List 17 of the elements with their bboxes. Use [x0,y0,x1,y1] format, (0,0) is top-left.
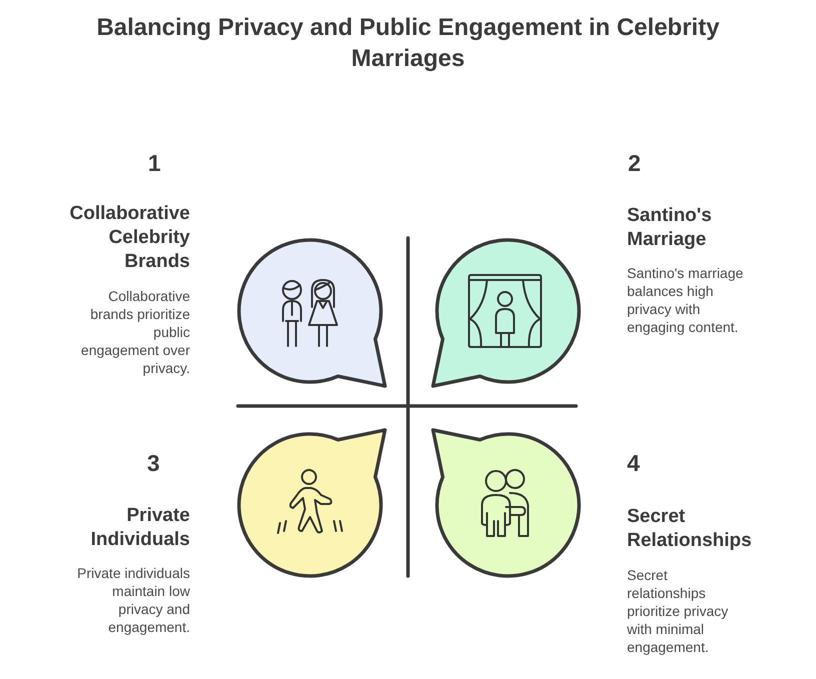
speech-bubble [430,236,582,388]
diagram-title: Balancing Privacy and Public Engagement in Celebrity Marriages [96,13,720,74]
quadrant-description: Collaborative brands prioritize public engagement over privacy. [80,287,190,377]
quadrant-description: Private individuals maintain low privacy and engagement. [76,564,190,636]
speech-bubble [236,236,388,388]
speech-bubble [236,428,388,580]
step-number: 4 [627,450,640,476]
quadrant-heading: Secret Relationships [627,505,753,553]
quadrant-description: Santino's marriage balances high privacy with engaging content. [627,264,744,336]
step-number: 2 [628,150,641,176]
step-number: 1 [148,150,161,176]
quadrant-heading: Santino's Marriage [627,204,713,252]
speech-bubble [430,428,582,580]
step-number: 3 [147,450,160,476]
quadrant-description: Secret relationships prioritize privacy with minimal engagement. [627,566,730,656]
quadrant-heading: Collaborative Celebrity Brands [68,202,190,274]
quadrant-heading: Private Individuals [90,504,190,552]
